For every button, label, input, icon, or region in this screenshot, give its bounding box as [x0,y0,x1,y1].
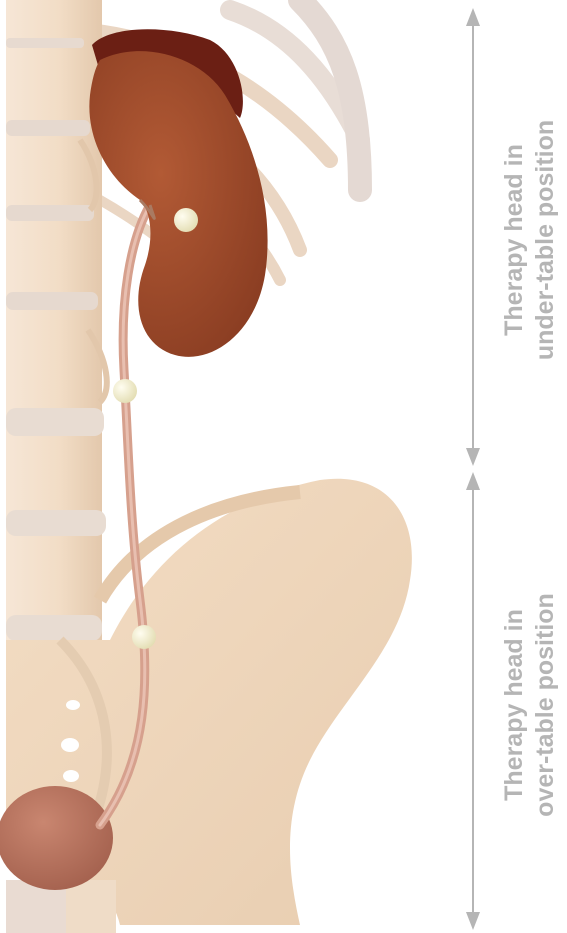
upper-ureter-stone [113,379,137,403]
under-table-label-line1: Therapy head in [499,120,530,360]
bladder [0,786,113,890]
over-table-position-label: Therapy head in over-table position [499,593,561,817]
under-table-label-line2: under-table position [530,120,561,360]
lower-ureter-stone [132,625,156,649]
kidney-stone [174,208,198,232]
double-headed-arrow-icon [466,8,480,466]
over-table-label-line2: over-table position [530,593,561,817]
over-table-label-line1: Therapy head in [499,593,530,817]
double-headed-arrow-icon [466,472,480,930]
under-table-position-label: Therapy head in under-table position [499,120,561,360]
